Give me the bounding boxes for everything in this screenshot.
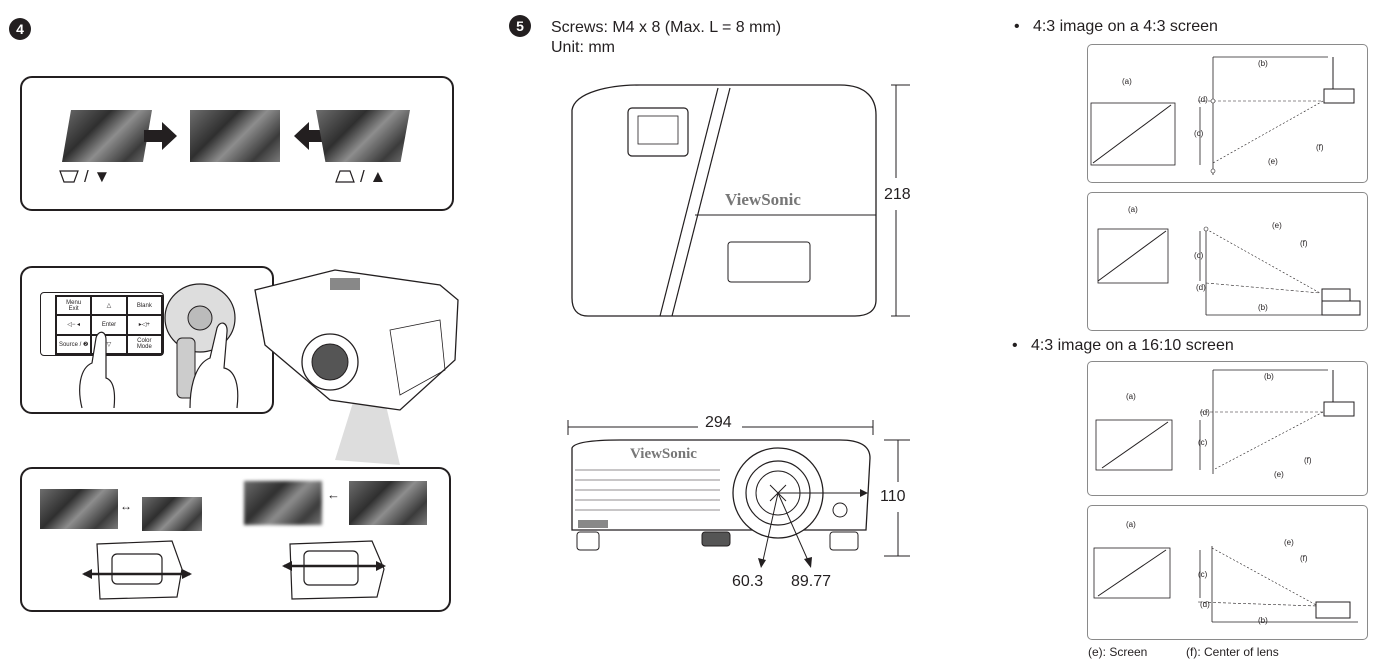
zoom-photo-large <box>40 489 118 529</box>
front-view-outline <box>571 439 871 531</box>
unit-label: Unit: mm <box>551 39 615 56</box>
remote-body <box>176 337 196 399</box>
hand-remote-illustration <box>79 283 239 409</box>
keystone-down-key[interactable]: ▽ <box>91 334 127 354</box>
bullet-4-3-on-4-3: • 4:3 image on a 4:3 screen <box>1014 18 1218 35</box>
arrow-left-icon <box>294 122 327 150</box>
label-d: (d) <box>1200 600 1210 609</box>
label-b: (b) <box>1258 59 1268 68</box>
step-4-badge: 4 <box>9 18 31 40</box>
label-c: (c) <box>1194 251 1204 260</box>
dim-height-label: 110 <box>880 488 906 505</box>
trapezoid-down-icon <box>59 170 79 183</box>
label-a: (a) <box>1126 392 1136 401</box>
legend-lens-center: (f): Center of lens <box>1186 645 1279 659</box>
brand-top-label: ViewSonic <box>725 190 801 209</box>
control-keypad: Menu Exit △ Blank ◁− ◂ Enter ▸◁+ Source … <box>40 292 164 356</box>
pointing-hand-right <box>189 322 239 409</box>
arrow-left-small-icon: ← <box>327 487 340 502</box>
keystone-photo-corrected <box>190 110 280 162</box>
label-d: (d) <box>1200 408 1210 417</box>
double-arrow-icon: ↔ <box>120 499 132 513</box>
volume-up-key[interactable]: ▸◁+ <box>126 315 162 335</box>
dim-lens-x-label: 60.3 <box>732 573 764 590</box>
keystone-panel: / ▼ / ▲ <box>20 76 454 211</box>
label-a: (a) <box>1128 205 1138 214</box>
enter-key[interactable]: Enter <box>91 315 127 335</box>
step-5-badge: 5 <box>509 15 531 37</box>
blank-key[interactable]: Blank <box>126 296 162 316</box>
top-keypad <box>727 241 811 283</box>
zoom-focus-rings <box>82 540 386 600</box>
diagram-table-16-10: (a) (b) (c) (d) (e) (f) <box>1087 505 1368 640</box>
label-a: (a) <box>1122 77 1132 86</box>
projector-vent <box>389 319 446 396</box>
focus-photo-sharp <box>349 481 427 525</box>
label-d: (d) <box>1198 95 1208 104</box>
label-f: (f) <box>1304 456 1312 465</box>
keystone-up-key[interactable]: △ <box>91 296 127 316</box>
label-b: (b) <box>1258 303 1268 312</box>
label-b: (b) <box>1258 616 1268 625</box>
keypad-grid: Menu Exit △ Blank ◁− ◂ Enter ▸◁+ Source … <box>55 295 163 355</box>
trapezoid-up-icon <box>335 170 355 183</box>
zoom-focus-panel: ↔ ← <box>20 467 451 612</box>
projector-keypad-top <box>330 278 360 290</box>
color-mode-key[interactable]: Color Mode <box>126 334 162 354</box>
legend-screen: (e): Screen <box>1088 645 1148 659</box>
keystone-up-label: / ▲ <box>360 167 387 186</box>
zoom-ring <box>111 553 163 585</box>
diagram-table-4-3: (a) (b) (c) (d) (e) (f) <box>1087 192 1368 331</box>
label-e: (e) <box>1274 470 1284 479</box>
keystone-arrows <box>59 122 355 183</box>
keystone-photo-wide-bottom <box>316 110 410 162</box>
label-e: (e) <box>1268 157 1278 166</box>
source-key[interactable]: Source / ❷ <box>56 334 92 354</box>
focus-ring <box>303 550 359 586</box>
dim-width-label: 294 <box>705 414 732 431</box>
label-b: (b) <box>1264 372 1274 381</box>
focus-photo-blurry <box>244 481 322 525</box>
pointing-hand-left <box>79 331 116 409</box>
dim-depth-label: 218 <box>884 186 911 203</box>
label-f: (f) <box>1300 239 1308 248</box>
label-a: (a) <box>1126 520 1136 529</box>
label-e: (e) <box>1272 221 1282 230</box>
keypad-panel: Menu Exit △ Blank ◁− ◂ Enter ▸◁+ Source … <box>20 266 274 414</box>
brand-front-label: ViewSonic <box>630 446 697 462</box>
arrow-right-icon <box>144 122 177 150</box>
label-f: (f) <box>1316 143 1324 152</box>
keystone-down-label: / ▼ <box>84 167 111 186</box>
label-f: (f) <box>1300 554 1308 563</box>
keystone-photo-wide-top <box>62 110 152 162</box>
label-e: (e) <box>1284 538 1294 547</box>
label-c: (c) <box>1198 570 1208 579</box>
dim-lens-y-label: 89.77 <box>791 573 832 590</box>
volume-down-key[interactable]: ◁− ◂ <box>56 315 92 335</box>
zoom-photo-small <box>142 497 202 531</box>
label-d: (d) <box>1196 283 1206 292</box>
diagram-ceiling-16-10: (a) (b) (c) (d) (e) (f) <box>1087 361 1368 496</box>
label-c: (c) <box>1198 438 1208 447</box>
diagram-ceiling-4-3: (a) (b) (c) (d) (e) (f) <box>1087 44 1368 183</box>
screws-spec: Screws: M4 x 8 (Max. L = 8 mm) <box>551 19 782 36</box>
bullet-4-3-on-16-10: • 4:3 image on a 16:10 screen <box>1012 337 1234 354</box>
menu-exit-key[interactable]: Menu Exit <box>56 296 92 316</box>
label-c: (c) <box>1194 129 1204 138</box>
